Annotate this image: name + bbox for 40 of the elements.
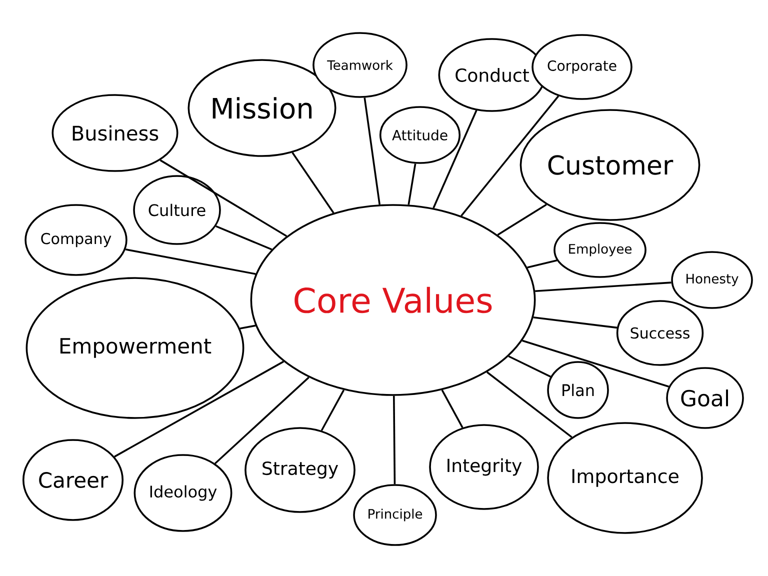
- bubble: Business: [52, 94, 178, 172]
- connector-line: [497, 204, 547, 236]
- connector-line: [125, 248, 256, 275]
- bubble: Importance: [547, 422, 703, 534]
- connector-line: [214, 376, 310, 464]
- connector-line: [533, 316, 618, 329]
- connector-line: [292, 152, 334, 214]
- bubble: Culture: [133, 175, 221, 245]
- connector-line: [508, 355, 551, 378]
- bubble: Strategy: [244, 427, 356, 513]
- bubble: Plan: [547, 361, 609, 419]
- bubble: Employee: [554, 222, 646, 278]
- connector-line: [522, 340, 670, 388]
- connector-line: [486, 371, 572, 438]
- bubble: Principle: [353, 484, 437, 546]
- connector-line: [320, 390, 345, 431]
- connector-line: [535, 282, 672, 292]
- bubble: Core Values: [250, 204, 536, 396]
- bubble: Success: [616, 300, 704, 366]
- connector-line: [408, 164, 416, 205]
- connector-line: [364, 98, 380, 205]
- bubble: Corporate: [532, 34, 632, 100]
- connector-line: [527, 260, 558, 268]
- bubble: Ideology: [134, 454, 232, 532]
- bubble: Honesty: [671, 251, 753, 309]
- connector-line: [432, 110, 478, 208]
- bubble: Conduct: [438, 38, 546, 112]
- connector-line: [216, 225, 272, 250]
- connector-line: [460, 96, 560, 216]
- bubble: Teamwork: [312, 32, 408, 98]
- bubble: Integrity: [429, 424, 539, 510]
- bubble: Career: [22, 439, 124, 521]
- connector-line: [240, 324, 256, 330]
- connector-line: [160, 159, 288, 237]
- bubble: Goal: [666, 367, 744, 429]
- connector-line: [441, 390, 464, 428]
- bubble: Attitude: [379, 106, 461, 164]
- bubble: Company: [24, 204, 128, 276]
- connector-line: [393, 396, 396, 484]
- connector-line: [114, 360, 284, 458]
